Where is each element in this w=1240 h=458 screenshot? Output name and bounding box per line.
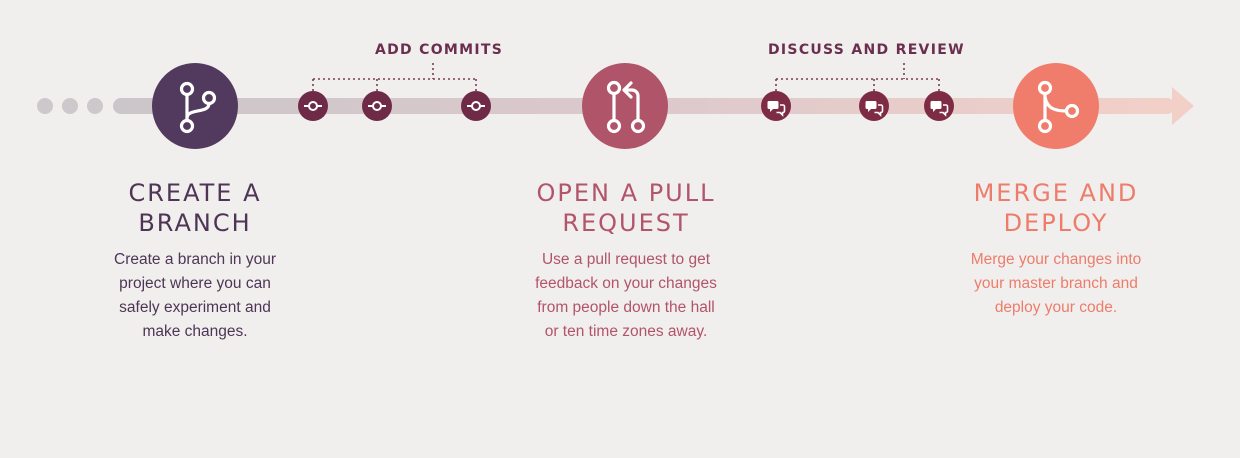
commit-icon <box>298 91 328 121</box>
desc-line: safely experiment and <box>119 299 271 316</box>
step-title-line: REQUEST <box>562 209 690 237</box>
pull-request-icon <box>582 63 668 149</box>
step-title: MERGE AND DEPLOY <box>936 178 1176 238</box>
desc-line: your master branch and <box>974 275 1138 292</box>
comment-icon <box>924 91 954 121</box>
comment-icon <box>761 91 791 121</box>
desc-line: deploy your code. <box>994 299 1118 316</box>
desc-line: Use a pull request to get <box>541 251 711 268</box>
step-merge-deploy: MERGE AND DEPLOY Merge your changes into… <box>936 178 1176 320</box>
comment-icon <box>859 91 889 121</box>
timeline-arrowhead <box>1172 87 1194 125</box>
desc-line: make changes. <box>142 323 248 340</box>
desc-line: or ten time zones away. <box>544 323 708 340</box>
lead-dot <box>87 98 103 114</box>
lead-dot <box>37 98 53 114</box>
desc-line: feedback on your changes <box>535 275 717 292</box>
commits-bracket <box>312 63 477 94</box>
commit-icon <box>362 91 392 121</box>
step-title-line: CREATE A <box>128 179 262 207</box>
step-title-line: BRANCH <box>138 209 252 237</box>
desc-line: project where you can <box>119 275 271 292</box>
step-title: CREATE A BRANCH <box>75 178 315 238</box>
step-title-line: DEPLOY <box>1003 209 1109 237</box>
merge-icon <box>1013 63 1099 149</box>
commit-icon <box>461 91 491 121</box>
desc-line: Merge your changes into <box>970 251 1142 268</box>
desc-line: from people down the hall <box>537 299 715 316</box>
step-open-pull-request: OPEN A PULL REQUEST Use a pull request t… <box>506 178 746 344</box>
desc-line: Create a branch in your <box>114 251 276 268</box>
add-commits-caption: ADD COMMITS <box>375 42 504 58</box>
step-description: Create a branch in your project where yo… <box>75 248 315 344</box>
step-create-branch: CREATE A BRANCH Create a branch in your … <box>75 178 315 344</box>
step-title-line: MERGE AND <box>973 179 1139 207</box>
branch-icon <box>152 63 238 149</box>
discuss-bracket <box>775 63 940 94</box>
step-description: Merge your changes into your master bran… <box>936 248 1176 320</box>
step-description: Use a pull request to get feedback on yo… <box>506 248 746 344</box>
lead-dot <box>62 98 78 114</box>
step-title-line: OPEN A PULL <box>536 179 716 207</box>
step-title: OPEN A PULL REQUEST <box>506 178 746 238</box>
discuss-review-caption: DISCUSS AND REVIEW <box>768 42 965 58</box>
